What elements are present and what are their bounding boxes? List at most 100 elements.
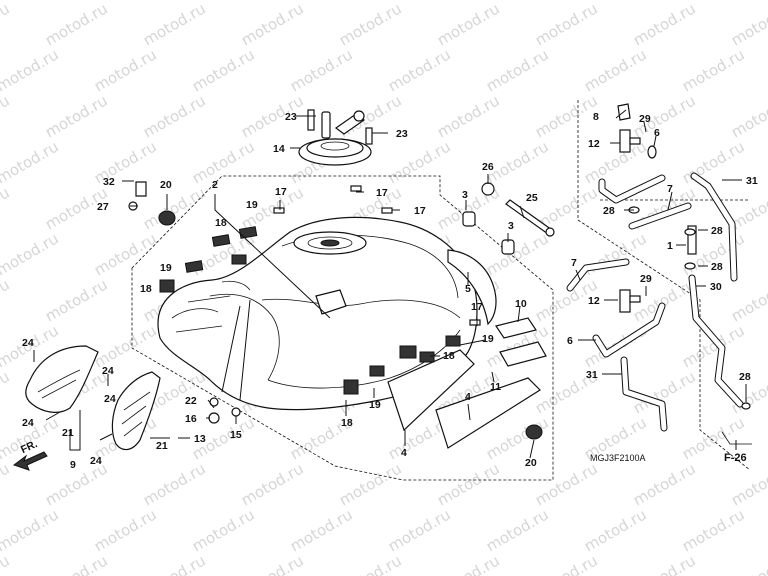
- callout-21b: 21: [62, 427, 74, 439]
- callout-18b: 18: [140, 283, 152, 295]
- watermark-text: motod.ru: [91, 45, 160, 95]
- callout-20a: 20: [160, 179, 172, 191]
- callout-7a: 7: [667, 183, 673, 195]
- watermark-text: motod.ru: [238, 0, 307, 49]
- watermark-text: motod.ru: [0, 0, 13, 49]
- callout-9: 9: [70, 459, 76, 471]
- callout-4a: 4: [401, 447, 407, 459]
- callout-26: 26: [482, 161, 494, 173]
- callout-6b: 6: [567, 335, 573, 347]
- callout-7b: 7: [571, 257, 577, 269]
- callout-25: 25: [526, 192, 538, 204]
- watermark-text: motod.ru: [140, 459, 209, 509]
- watermark-text: motod.ru: [728, 0, 768, 49]
- callout-17d: 17: [471, 301, 483, 313]
- callout-18a: 18: [215, 217, 227, 229]
- left-cover-grille: [37, 369, 81, 399]
- watermark-text: motod.ru: [91, 505, 160, 555]
- watermark-text: motod.ru: [0, 137, 62, 187]
- watermark-text: motod.ru: [385, 137, 454, 187]
- callout-12a: 12: [588, 138, 600, 150]
- callout-5: 5: [465, 283, 471, 295]
- watermark-text: motod.ru: [630, 551, 699, 576]
- fuel-tank: [157, 216, 478, 411]
- watermark-text: motod.ru: [140, 0, 209, 49]
- callout-4b: 4: [465, 391, 471, 403]
- emblem-10: [495, 317, 537, 339]
- watermark-text: motod.ru: [0, 505, 62, 555]
- drawing-code: MGJ3F2100A: [590, 453, 646, 463]
- front-arrow-icon: [12, 451, 48, 471]
- watermark-text: motod.ru: [238, 551, 307, 576]
- watermark-text: motod.ru: [483, 229, 552, 279]
- callout-2: 2: [212, 179, 218, 191]
- callout-13: 13: [194, 433, 206, 445]
- callout-31b: 31: [586, 369, 598, 381]
- watermark-text: motod.ru: [581, 229, 650, 279]
- cross-reference: F-26: [724, 452, 747, 464]
- inner-cover-grille: [121, 391, 151, 437]
- callout-19d: 19: [369, 399, 381, 411]
- callout-21a: 21: [156, 440, 168, 452]
- watermark-text: motod.ru: [91, 229, 160, 279]
- callout-11: 11: [490, 381, 501, 393]
- callout-18c: 18: [443, 350, 455, 362]
- callout-16: 16: [185, 413, 197, 425]
- watermark-text: motod.ru: [385, 505, 454, 555]
- callout-24b: 24: [102, 365, 114, 377]
- watermark-text: motod.ru: [0, 91, 13, 141]
- watermark-text: motod.ru: [679, 321, 748, 371]
- watermark-text: motod.ru: [679, 45, 748, 95]
- callout-19a: 19: [246, 199, 258, 211]
- watermark-text: motod.ru: [532, 551, 601, 576]
- watermark-text: motod.ru: [728, 91, 768, 141]
- watermark-text: motod.ru: [0, 0, 62, 3]
- callout-6a: 6: [654, 127, 660, 139]
- watermark-text: motod.ru: [42, 0, 111, 49]
- watermark-text: motod.ru: [140, 91, 209, 141]
- callout-24e: 24: [90, 455, 102, 467]
- callout-24c: 24: [104, 393, 116, 405]
- watermark-text: motod.ru: [0, 183, 13, 233]
- watermark-text: motod.ru: [581, 45, 650, 95]
- callouts: 23 23 14 32 20 2 27 17 17 17 18 19 19 18…: [22, 111, 758, 471]
- callout-29b: 29: [640, 273, 652, 285]
- watermark-text: motod.ru: [630, 0, 699, 49]
- watermark-text: motod.ru: [0, 551, 13, 576]
- callout-32: 32: [103, 176, 115, 188]
- watermark-text: motod.ru: [385, 45, 454, 95]
- callout-14: 14: [273, 143, 285, 155]
- watermark-text: motod.ru: [532, 0, 601, 49]
- watermark-text: motod.ru: [728, 551, 768, 576]
- callout-17c: 17: [414, 205, 426, 217]
- watermark-text: motod.ru: [189, 505, 258, 555]
- watermark-text: motod.ru: [483, 45, 552, 95]
- watermark-text: motod.ru: [483, 413, 552, 463]
- side-strip-upper: [387, 349, 475, 432]
- callout-28c: 28: [711, 261, 723, 273]
- callout-12b: 12: [588, 295, 600, 307]
- assembly-boundary: [131, 175, 554, 481]
- watermark-text: motod.ru: [91, 321, 160, 371]
- watermark-text: motod.ru: [0, 45, 62, 95]
- watermark-text: motod.ru: [434, 0, 503, 49]
- callout-23b: 23: [396, 128, 408, 140]
- watermark-text: motod.ru: [532, 91, 601, 141]
- watermark-text: motod.ru: [532, 459, 601, 509]
- watermark-text: motod.ru: [336, 0, 405, 49]
- callout-28a: 28: [603, 205, 615, 217]
- callout-3b: 3: [508, 220, 514, 232]
- callout-3a: 3: [462, 189, 468, 201]
- callout-23a: 23: [285, 111, 297, 123]
- emblem-11: [499, 341, 547, 367]
- watermark-text: motod.ru: [140, 183, 209, 233]
- filler-cap: [298, 109, 373, 166]
- left-inner-cover: [111, 371, 161, 451]
- watermark-text: motod.ru: [483, 505, 552, 555]
- watermark-text: motod.ru: [581, 505, 650, 555]
- watermark-text: motod.ru: [189, 137, 258, 187]
- watermark-text: motod.ru: [42, 91, 111, 141]
- watermark-text: motod.ru: [0, 459, 13, 509]
